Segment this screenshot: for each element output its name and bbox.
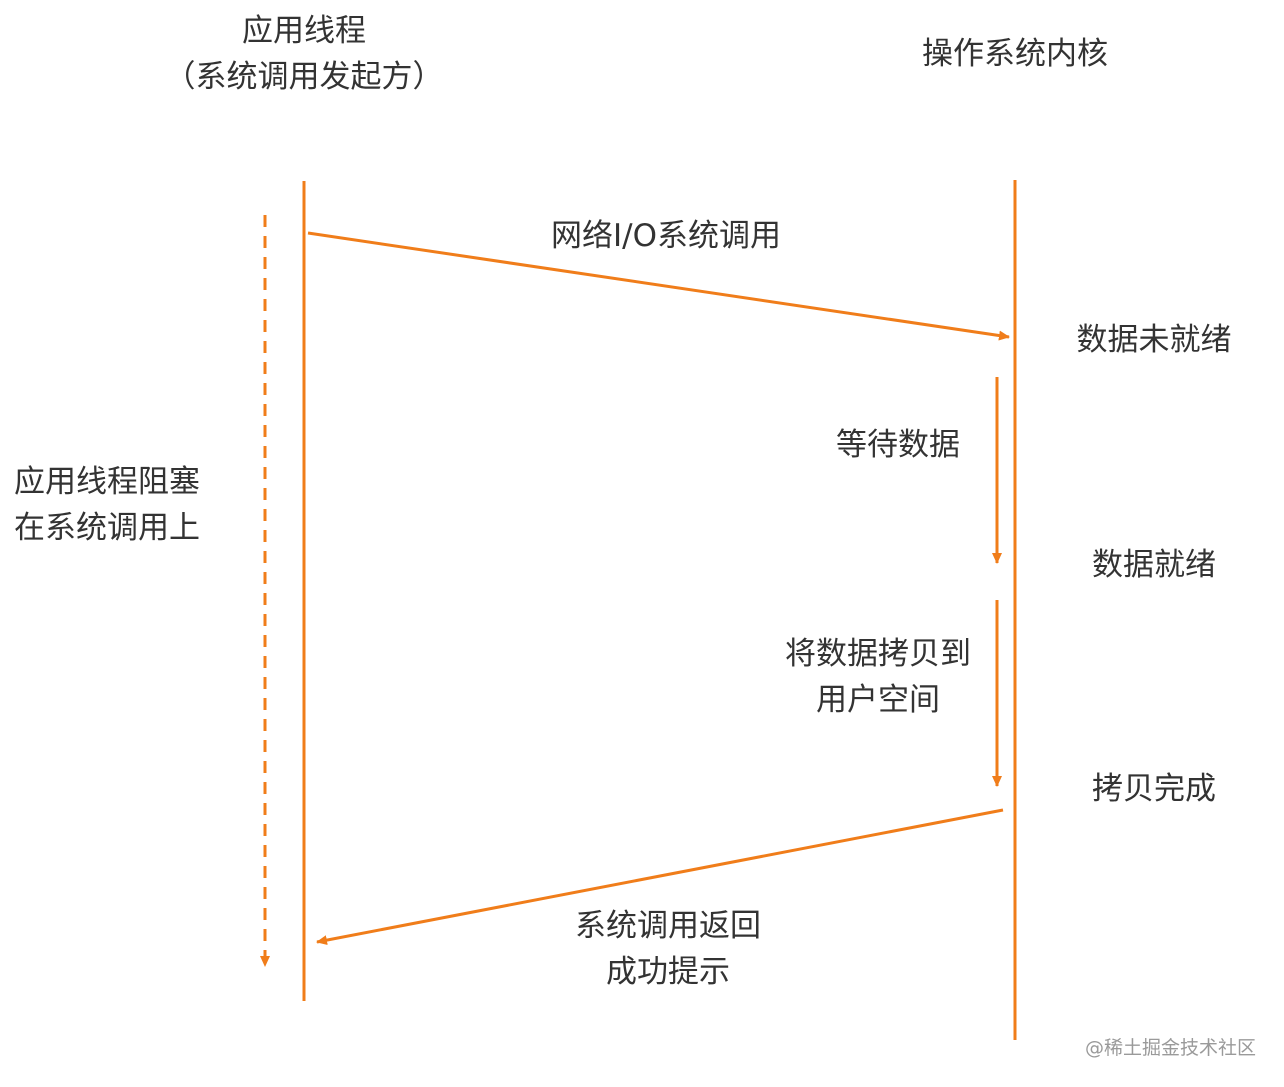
blocked-note-line2: 在系统调用上 [14,510,200,546]
syscall-label: 网络I/O系统调用 [551,218,781,254]
syscall-arrow [307,231,1010,341]
blocked-note-line1: 应用线程阻塞 [14,464,200,500]
app-thread-subtitle: （系统调用发起方） [164,59,444,95]
step-wait-data: 等待数据 [836,427,960,463]
return-label-line1: 系统调用返回 [575,908,761,944]
state-not-ready: 数据未就绪 [1076,322,1232,358]
step-copy-line1: 将数据拷贝到 [785,636,971,672]
state-copy-done: 拷贝完成 [1092,771,1216,807]
app-thread-title: 应用线程 [242,13,366,49]
watermark: @稀土掘金技术社区 [1084,1037,1256,1059]
return-label-line2: 成功提示 [606,954,730,990]
state-ready: 数据就绪 [1092,547,1216,583]
kernel-title: 操作系统内核 [922,36,1108,72]
step-copy-line2: 用户空间 [816,682,940,718]
return-arrow [316,808,1004,946]
